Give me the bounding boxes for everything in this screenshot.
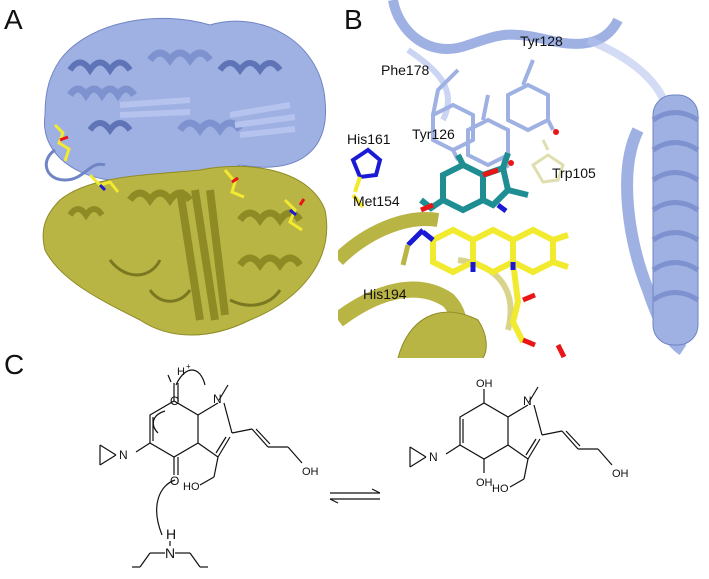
olive-chain [42,165,328,336]
residue-label-met154: Met154 [353,193,400,209]
aziridine-n-label-left: N [119,448,128,462]
ho-ch2-label-left: HO [183,481,200,493]
hydroquinone-oh-bottom-label: OH [476,477,493,489]
panel-a-protein-dimer: A [0,0,338,345]
panel-label-b: B [344,4,363,35]
proton-label: H [177,366,185,378]
residue-label-tyr126: Tyr126 [412,126,455,142]
residue-label-trp105: Trp105 [552,165,596,181]
aziridine-n-label-right: N [429,450,438,464]
indole-n-label-right: N [523,394,532,408]
fad-ligands [53,123,306,232]
oh-chain-label-left: OH [302,466,319,478]
quinone-o-top-label: O [170,394,179,408]
oh-chain-label-right: OH [612,468,629,480]
panel-c-reaction-scheme: C [0,345,709,579]
chemical-structures: H + O O N N HO OH H N OH OH N N HO OH [99,362,629,568]
hydroquinone-oh-top-label: OH [476,378,493,390]
base-n-label: N [165,545,175,561]
indole-n-label-left: N [213,392,222,406]
quinone-o-bottom-label: O [170,474,179,488]
proton-charge-label: + [186,362,191,371]
residue-label-his161: His161 [347,131,391,147]
base-h-label: H [166,526,176,542]
residue-label-his194: His194 [363,286,407,302]
residue-label-tyr128: Tyr128 [520,33,563,49]
ho-ch2-label-right: HO [492,483,509,495]
residue-label-phe178: Phe178 [381,62,430,78]
protein-dimer-cartoon [42,17,328,336]
blue-chain [43,17,327,186]
panel-b-active-site: B Phe178 Tyr128 His161 Tyr126 Trp105 Met… [338,0,709,358]
panel-label-c: C [4,349,25,380]
panel-label-a: A [4,4,23,35]
active-site-render [338,0,700,358]
